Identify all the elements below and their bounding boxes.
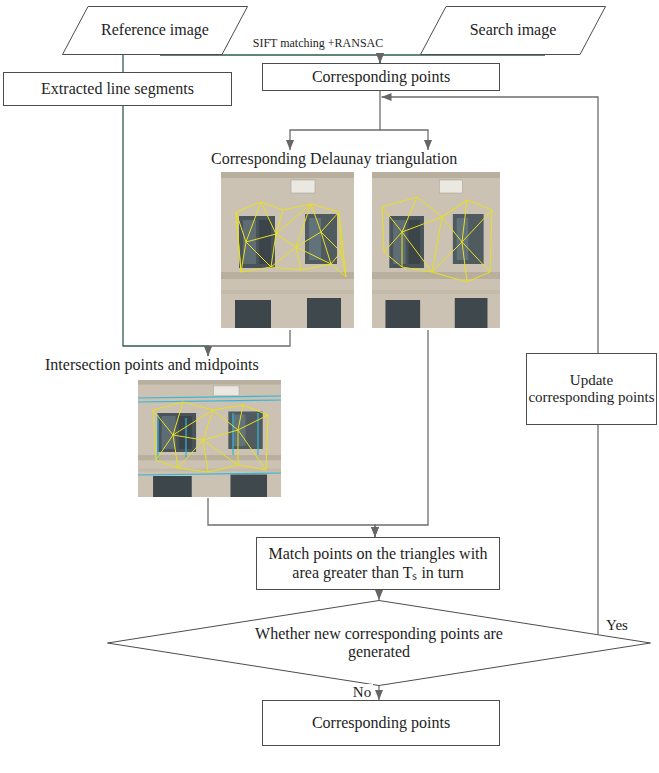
panel-heading: Intersection points and midpoints [45,356,259,374]
connector-line [122,55,123,72]
node-text: Whether new corresponding points are gen… [248,625,510,662]
process-box: Match points on the triangles with area … [256,537,500,590]
panel-heading: Corresponding Delaunay triangulation [211,150,457,168]
decision-diamond: Whether new corresponding points are gen… [107,600,651,686]
node-text: Match points on the triangles with area … [264,545,492,582]
connector-line [380,55,545,63]
node-text: Reference image [101,21,209,39]
connector-line [123,106,208,356]
connector-line [380,130,428,150]
node-text: Update corresponding points [527,372,656,407]
connector [375,686,383,700]
arrow-head [376,53,384,63]
arrow-head [375,690,383,700]
connector [208,498,379,537]
input-parallelogram: Search image [420,6,606,55]
outline [108,601,651,686]
connector-line [208,498,375,537]
connector [204,330,290,356]
connector-line [375,330,428,537]
process-box: Update corresponding points [526,353,657,425]
node-text: Search image [470,21,557,39]
arrow-head [376,53,384,63]
connector [375,590,383,600]
connector [598,425,599,635]
process-box: Corresponding points [262,63,500,91]
connector [382,93,599,353]
arrow-head [371,527,379,537]
connector [371,330,428,537]
arrow-head [204,346,212,356]
arrow-head [382,93,392,101]
delaunay-image-left [221,172,354,328]
outline [63,7,248,55]
arrow-head [204,346,212,356]
outline [421,7,606,55]
connector [286,91,432,150]
process-box: Extracted line segments [3,72,232,106]
arrow-head [375,590,383,600]
edge-label: No [351,684,373,701]
connector [123,55,124,72]
delaunay-image-right [372,172,500,328]
image-panel: Intersection points and midpoints [45,356,295,498]
connector-line [208,330,290,356]
edge-label: SIFT matching +RANSAC [251,37,386,50]
connector-line [160,55,380,63]
node-text: Corresponding points [312,68,450,86]
arrow-head [424,140,432,150]
arrow-head [371,527,379,537]
connector [123,106,212,356]
process-box: Corresponding points [262,700,500,746]
intersection-image [138,380,281,497]
connector-line [290,91,380,150]
input-parallelogram: Reference image [62,6,248,55]
connector-line [382,97,599,353]
node-text: Extracted line segments [41,80,194,98]
connector-line [597,425,598,635]
arrow-head [286,140,294,150]
image-panel: Corresponding Delaunay triangulation [211,150,503,330]
node-text: Corresponding points [312,714,450,732]
edge-label: Yes [604,617,630,634]
